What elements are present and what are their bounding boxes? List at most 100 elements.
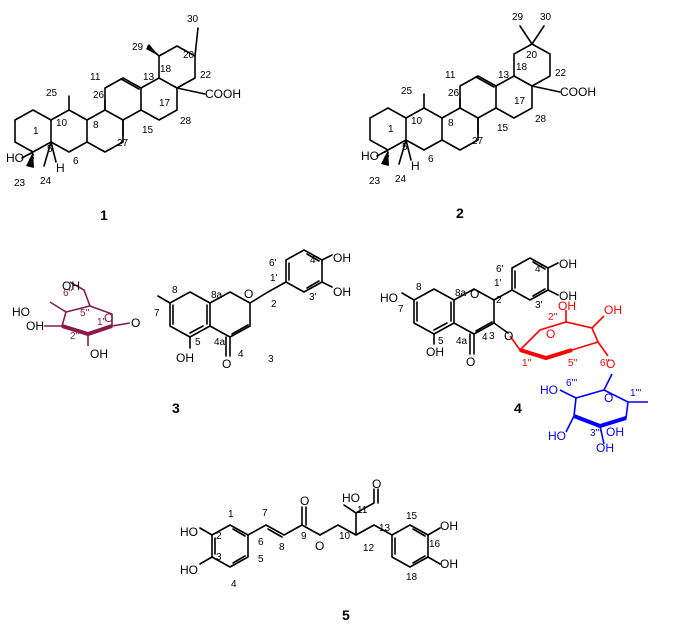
c5-label-5: 5	[258, 554, 264, 565]
c3-4p-hydroxy: OH	[333, 251, 351, 265]
c2-label-15: 15	[497, 123, 509, 134]
c2-label-30: 30	[540, 12, 552, 23]
c4-rha-hydroxy-d: OH	[606, 425, 624, 439]
c4-compound-number: 4	[514, 400, 522, 416]
c1-label-28: 28	[180, 116, 192, 127]
c2-label-17: 17	[514, 96, 526, 107]
c3-carbonyl-oxygen: O	[222, 357, 231, 371]
c3-label-1pp: 1''	[97, 317, 106, 328]
c5-label-12: 12	[363, 543, 375, 554]
c4-3p-hydroxy: OH	[559, 289, 577, 303]
c5-label-2: 2	[216, 531, 222, 542]
c3-label-4: 4	[238, 349, 244, 360]
c4-interglycosidic-oxygen: O	[606, 357, 615, 371]
c1-label-27: 27	[117, 138, 129, 149]
c3-3p-hydroxy: OH	[333, 285, 351, 299]
c2-label-5: 5	[402, 142, 408, 153]
c4-glycosidic-oxygen: O	[504, 329, 513, 343]
c4-label-4p: 4'	[535, 264, 543, 275]
c1-label-5: 5	[47, 144, 53, 155]
c3-label-7: 7	[154, 308, 160, 319]
c2-label-6: 6	[428, 154, 434, 165]
c4-label-3p: 3'	[535, 300, 543, 311]
c1-label-24: 24	[40, 176, 52, 187]
c4-label-4a: 4a	[456, 336, 468, 347]
c3-label-5pp: 5''	[80, 308, 89, 319]
c2-compound-number: 2	[456, 205, 464, 221]
c1-label-30: 30	[187, 14, 199, 25]
c5-label-16: 16	[429, 539, 441, 550]
compound-1: 1 3 5 6 8 10 11 13 15 17 18 20 22 23 24 …	[6, 14, 241, 223]
c5-label-1: 1	[228, 509, 234, 520]
c5-label-9: 9	[301, 531, 307, 542]
c1-label-1: 1	[33, 126, 39, 137]
c3-sugar-hydroxy-a: OH	[90, 347, 108, 361]
c5-16-hydroxy: OH	[440, 519, 458, 533]
c2-label-27: 27	[472, 136, 484, 147]
c4-label-5pp: 5''	[568, 358, 577, 369]
c3-label-6p: 6'	[269, 258, 277, 269]
c4-label-3ppp: 3'''	[590, 428, 601, 439]
c1-compound-number: 1	[100, 207, 108, 223]
c4-label-7: 7	[398, 304, 404, 315]
c5-17-hydroxy: OH	[440, 557, 458, 571]
c1-label-18: 18	[160, 64, 172, 75]
c2-hydroxy: HO	[361, 149, 379, 163]
c3-label-5: 5	[195, 337, 201, 348]
c5-2-hydroxy: HO	[180, 525, 198, 539]
c2-label-10: 10	[411, 116, 423, 127]
c5-ester-oxygen: O	[315, 539, 324, 553]
c2-label-26: 26	[448, 88, 460, 99]
compound-2: 1 3 5 6 8 10 11 13 15 17 18 20 22 23 24 …	[361, 12, 596, 221]
c4-label-1pp: 1''	[522, 358, 531, 369]
c4-rhamnoside-ring	[559, 373, 648, 445]
compound-3: 2 3 4 4a 5 7 8 8a 1' 3' 4' 6' 1'' 2'' 5'…	[12, 249, 351, 416]
c3-compound-number: 3	[172, 400, 180, 416]
c5-ester-carbonyl-oxygen: O	[300, 494, 309, 508]
c2-hydrogen: H	[411, 159, 420, 173]
c5-label-11: 11	[357, 505, 368, 516]
c4-label-6ppp: 6'''	[566, 378, 577, 389]
c4-rha-hydroxy-c: OH	[596, 441, 614, 455]
c4-label-4: 4	[482, 332, 488, 343]
c4-label-6p: 6'	[496, 264, 504, 275]
c5-label-6: 6	[258, 537, 264, 548]
c4-4p-hydroxy: OH	[559, 257, 577, 271]
c5-label-3: 3	[216, 552, 222, 563]
c4-label-1ppp: 1'''	[630, 388, 641, 399]
c4-gal-hydroxy-a: OH	[558, 299, 576, 313]
c1-label-23: 23	[14, 178, 26, 189]
c4-carbonyl-oxygen: O	[466, 355, 475, 369]
c4-rha-ring-oxygen: O	[604, 391, 613, 405]
c2-label-22: 22	[555, 68, 567, 79]
c2-label-8: 8	[448, 118, 454, 129]
c3-sugar-ring-oxygen: O	[104, 311, 113, 325]
c3-glycosidic-oxygen: O	[131, 316, 140, 330]
c4-gal-ring-oxygen: O	[546, 327, 555, 341]
c5-label-18: 18	[406, 572, 418, 583]
c3-label-2pp: 2''	[70, 331, 79, 342]
c1-label-22: 22	[200, 70, 212, 81]
c5-acid-carbonyl-oxygen: O	[372, 477, 381, 491]
c4-label-2pp: 2''	[548, 312, 557, 323]
compound-5: 1 2 3 4 5 6 7 8 9 10 11 12 13 15 16 18 H…	[180, 477, 458, 623]
c3-label-4a: 4a	[214, 337, 226, 348]
c1-label-29: 29	[132, 42, 144, 53]
c2-label-24: 24	[395, 174, 407, 185]
c4-label-6pp: 6''	[600, 358, 609, 369]
c4-label-1p: 1'	[494, 278, 502, 289]
c2-label-23: 23	[369, 176, 381, 187]
compound-4: 2 3 4 4a 5 7 8 8a 1' 3' 4' 6' 1'' 2'' 5'…	[380, 257, 648, 455]
c1-label-13: 13	[143, 72, 155, 83]
c5-label-13: 13	[379, 523, 391, 534]
c2-label-1: 1	[388, 124, 394, 135]
c1-label-11: 11	[90, 72, 101, 83]
c4-7-hydroxy: HO	[380, 291, 398, 305]
c4-label-5: 5	[438, 336, 444, 347]
c1-hydroxy: HO	[6, 151, 24, 165]
c4-label-8a: 8a	[455, 288, 467, 299]
c4-galactoside-ring	[509, 310, 609, 361]
c3-label-2: 2	[271, 299, 277, 310]
c3-label-1p: 1'	[270, 273, 278, 284]
